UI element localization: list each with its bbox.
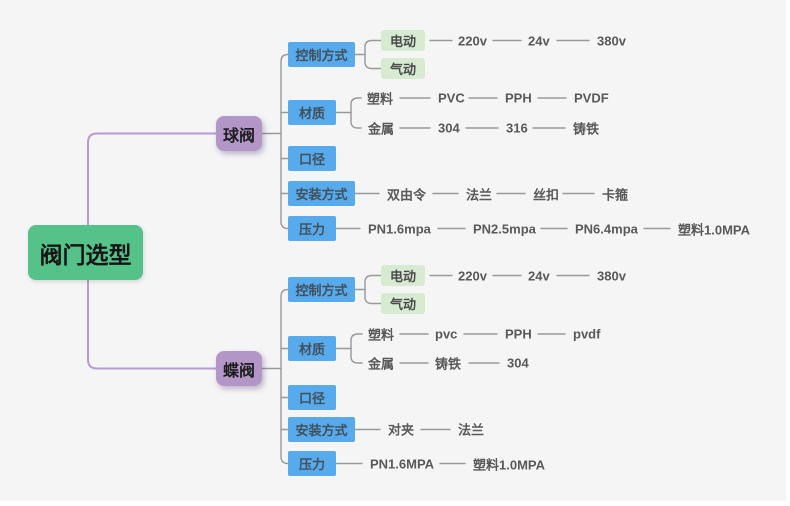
leaf-butterfly-pressure-plastic10[interactable]: 塑料1.0MPA <box>473 457 545 472</box>
option-ball-pneumatic[interactable]: 气动 <box>381 58 425 79</box>
category-butterfly-material[interactable]: 材质 <box>288 336 336 361</box>
leaf-ball-voltage-24v[interactable]: 24v <box>528 33 550 48</box>
leaf-ball-metal-316[interactable]: 316 <box>506 120 528 136</box>
leaf-butterfly-pressure-pn16[interactable]: PN1.6MPA <box>370 456 435 471</box>
leaf-ball-voltage-220v[interactable]: 220v <box>458 33 487 48</box>
leaf-butterfly-plastic-pvdf[interactable]: pvdf <box>573 326 601 342</box>
leaf-ball-material-plastic[interactable]: 塑料 <box>367 91 394 107</box>
category-ball-diameter[interactable]: 口径 <box>288 146 336 171</box>
leaf-butterfly-install-flange[interactable]: 法兰 <box>458 422 485 437</box>
root-node[interactable]: 阀门选型 <box>28 225 143 280</box>
leaf-butterfly-material-plastic[interactable]: 塑料 <box>368 327 395 343</box>
gray-connectors <box>261 39 671 465</box>
leaf-ball-install-thread[interactable]: 丝扣 <box>533 187 560 202</box>
leaf-ball-material-metal[interactable]: 金属 <box>368 121 395 137</box>
category-ball-install[interactable]: 安装方式 <box>288 181 355 206</box>
right-page-edge <box>786 0 790 506</box>
category-butterfly-diameter[interactable]: 口径 <box>288 385 336 410</box>
leaf-ball-pressure-pn25[interactable]: PN2.5mpa <box>473 221 536 236</box>
option-butterfly-pneumatic[interactable]: 气动 <box>381 293 425 314</box>
leaf-ball-plastic-pvc[interactable]: PVC <box>438 90 465 106</box>
category-ball-control[interactable]: 控制方式 <box>288 42 355 67</box>
leaf-ball-pressure-pn64[interactable]: PN6.4mpa <box>575 221 638 236</box>
leaf-ball-plastic-pvdf[interactable]: PVDF <box>574 90 609 106</box>
leaf-butterfly-plastic-pvc[interactable]: pvc <box>435 326 458 342</box>
leaf-butterfly-metal-cast-iron[interactable]: 铸铁 <box>435 356 462 372</box>
leaf-ball-metal-cast-iron[interactable]: 铸铁 <box>573 121 600 137</box>
leaf-ball-pressure-plastic10[interactable]: 塑料1.0MPA <box>678 222 750 237</box>
leaf-butterfly-voltage-380v[interactable]: 380v <box>597 268 626 283</box>
bottom-page-edge <box>0 501 790 506</box>
category-butterfly-install[interactable]: 安装方式 <box>288 417 355 442</box>
leaf-butterfly-install-wafer[interactable]: 对夹 <box>388 422 415 437</box>
option-butterfly-electric[interactable]: 电动 <box>381 265 425 286</box>
category-butterfly-pressure[interactable]: 压力 <box>288 451 336 476</box>
leaf-butterfly-metal-304[interactable]: 304 <box>507 355 529 371</box>
leaf-butterfly-voltage-220v[interactable]: 220v <box>458 268 487 283</box>
leaf-butterfly-voltage-24v[interactable]: 24v <box>528 268 550 283</box>
category-butterfly-control[interactable]: 控制方式 <box>288 277 355 302</box>
leaf-butterfly-plastic-pph[interactable]: PPH <box>505 326 532 342</box>
branch-butterfly-valve[interactable]: 蝶阀 <box>216 351 262 386</box>
leaf-butterfly-material-metal[interactable]: 金属 <box>368 356 395 372</box>
leaf-ball-plastic-pph[interactable]: PPH <box>505 90 532 106</box>
leaf-ball-metal-304[interactable]: 304 <box>438 120 460 136</box>
category-ball-material[interactable]: 材质 <box>288 100 336 125</box>
leaf-ball-install-clamp[interactable]: 卡箍 <box>602 187 629 202</box>
leaf-ball-pressure-pn16[interactable]: PN1.6mpa <box>368 221 431 236</box>
branch-ball-valve[interactable]: 球阀 <box>216 116 262 151</box>
leaf-ball-voltage-380v[interactable]: 380v <box>597 33 626 48</box>
leaf-ball-install-flange[interactable]: 法兰 <box>466 187 493 202</box>
leaf-ball-install-union[interactable]: 双由令 <box>387 187 427 202</box>
option-ball-electric[interactable]: 电动 <box>381 30 425 51</box>
category-ball-pressure[interactable]: 压力 <box>288 216 336 241</box>
